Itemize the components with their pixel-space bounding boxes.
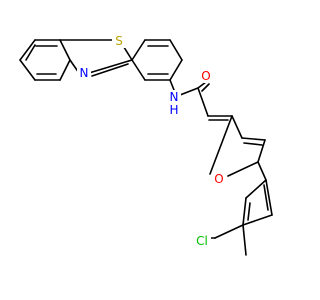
bond-line <box>201 83 210 92</box>
bond-line <box>242 197 247 226</box>
bond-line <box>179 87 199 96</box>
atom-labels: S N N H O O Cl <box>77 34 226 248</box>
bond-line <box>263 184 269 211</box>
bond-line <box>59 39 71 61</box>
bond-line <box>91 63 129 77</box>
molecule-drawing: S N N H O O Cl <box>19 34 273 256</box>
bond-line <box>242 224 247 256</box>
bond-line <box>241 137 266 141</box>
carbonyl-oxygen-label: O <box>201 69 210 83</box>
bond-line <box>245 179 267 199</box>
bond-line <box>243 142 263 146</box>
bond-line <box>209 115 233 175</box>
amide-nitrogen-label: N <box>170 90 179 104</box>
bond-line <box>19 39 36 61</box>
bond-line <box>231 115 243 139</box>
bond-line <box>169 59 183 81</box>
bond-line <box>265 179 273 216</box>
bond-line <box>25 44 36 61</box>
structure-canvas: S N N H O O Cl <box>19 34 273 256</box>
bond-line <box>257 161 267 181</box>
bond-line <box>131 39 146 61</box>
bond-line <box>19 59 36 81</box>
furan-oxygen-label: O <box>214 172 223 186</box>
bond-line <box>131 59 146 81</box>
bond-line <box>169 39 183 61</box>
bond-line <box>197 87 209 117</box>
thiazole-nitrogen-label: N <box>80 66 89 80</box>
bond-line <box>214 224 244 239</box>
bond-line <box>242 214 273 226</box>
bond-line <box>247 202 251 221</box>
bond-line <box>88 59 133 74</box>
sulfur-atom-label: S <box>115 34 123 48</box>
bond-line <box>257 139 266 163</box>
bond-line <box>169 79 175 91</box>
bond-line <box>59 59 71 81</box>
amide-hydrogen-label: H <box>169 103 178 117</box>
bond-layer <box>19 39 273 256</box>
bond-line <box>227 161 259 177</box>
chlorine-atom-label: Cl <box>196 234 208 248</box>
